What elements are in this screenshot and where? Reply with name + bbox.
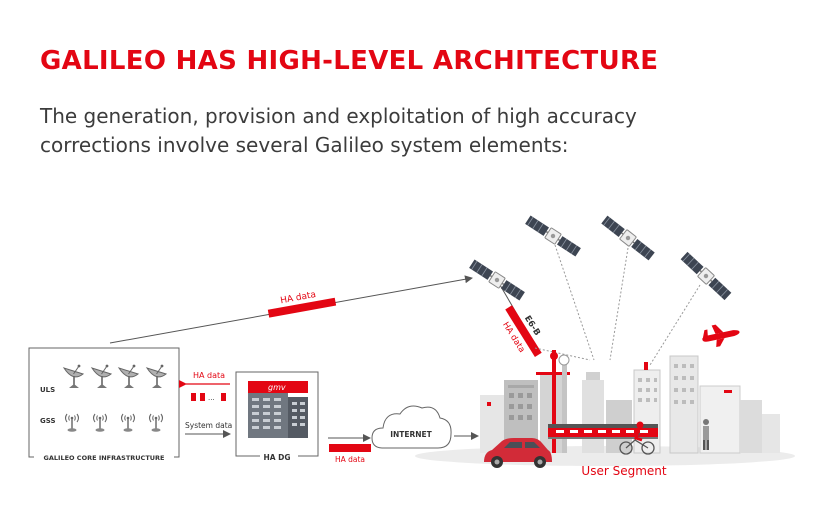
ground-antenna-icon xyxy=(66,414,79,432)
satellite-icon xyxy=(680,251,732,301)
ha-data-bottom-bar xyxy=(329,444,371,452)
internet-label: INTERNET xyxy=(390,430,432,439)
ha-data-packets: ... xyxy=(191,393,226,402)
building-icon: gmv xyxy=(248,381,308,438)
satellite-icon xyxy=(601,215,656,261)
gss-label: GSS xyxy=(40,417,56,425)
system-data-label: System data xyxy=(185,421,232,430)
ha-data-bottom-label: HA data xyxy=(335,455,365,464)
ground-antenna-icon xyxy=(94,414,107,432)
signal-lines xyxy=(535,245,700,365)
ground-antenna-icon xyxy=(122,414,135,432)
e6b-group: E6-B HA data xyxy=(494,299,551,363)
satellite-dish-icon xyxy=(119,365,138,388)
ha-dg-label: HA DG xyxy=(263,453,290,462)
uls-label: ULS xyxy=(40,386,55,394)
cloud-icon xyxy=(372,406,451,448)
satellite-dish-icon xyxy=(147,365,166,388)
ha-data-packets-ellipsis: ... xyxy=(208,394,215,402)
airplane-icon xyxy=(700,320,742,349)
galileo-core-infrastructure-label: GALILEO CORE INFRASTRUCTURE xyxy=(44,454,165,462)
city-icon xyxy=(415,350,795,466)
gmv-logo: gmv xyxy=(268,383,286,392)
ha-data-top-group: HA data xyxy=(266,287,336,318)
satellite-icon xyxy=(469,259,526,302)
satellite-icon xyxy=(525,215,582,258)
user-segment-label: User Segment xyxy=(581,464,666,478)
satellite-dish-icon xyxy=(92,365,111,388)
galileo-core-infrastructure-box xyxy=(29,348,179,457)
ha-data-left-label: HA data xyxy=(193,371,225,380)
satellite-dish-icon xyxy=(64,365,83,388)
ground-antenna-icon xyxy=(150,414,163,432)
